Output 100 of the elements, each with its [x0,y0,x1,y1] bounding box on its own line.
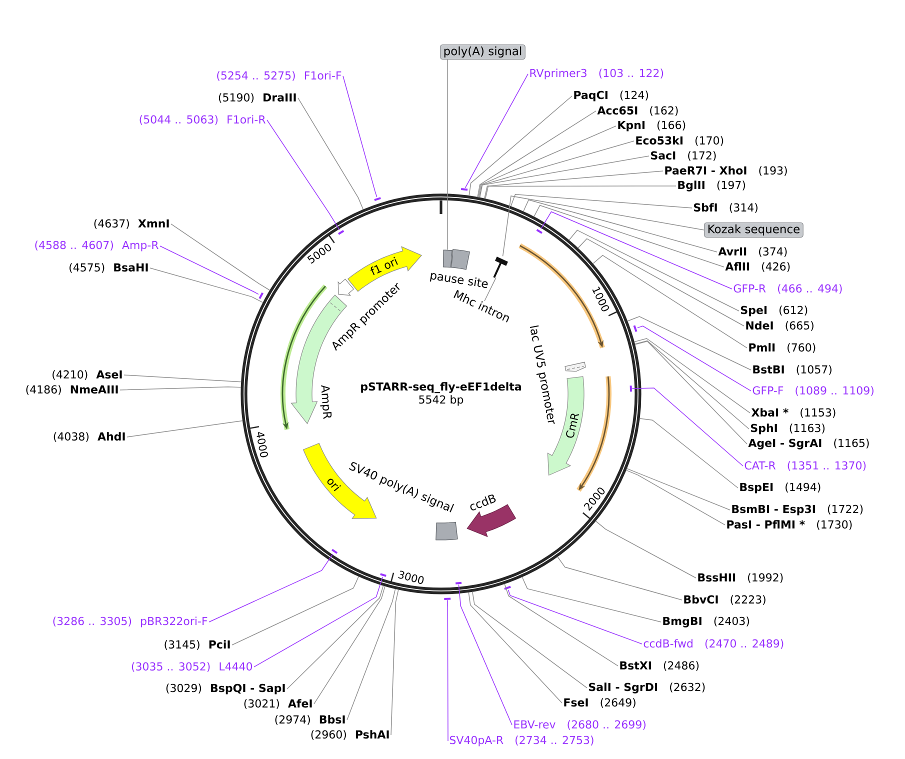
enzyme-label: PaeR7I - XhoI (193) [665,166,787,176]
primer-mark [461,188,468,191]
leader-line [346,588,396,720]
enzyme-label: PasI - PflMI * (1730) [727,520,852,530]
enzyme-label: PaqCI (124) [574,90,648,102]
primer-mark [258,292,264,300]
primer-label: (4588 .. 4607) Amp-R [35,240,158,252]
leader-line [578,238,744,326]
primer-mark [374,197,381,202]
leader-line [484,277,496,302]
primer-label: EBV-rev (2680 .. 2699) [514,720,646,730]
enzyme-label: (2960) PshAI [311,730,389,740]
leader-line [447,600,448,742]
leader-line [464,74,528,188]
leader-line [568,230,740,312]
tick-label: 3000 [398,570,424,584]
primer-label: GFP-F (1089 .. 1109) [752,386,874,396]
leader-line [634,340,748,444]
leader-line [626,470,726,526]
label-tag: poly(A) signal [440,44,526,60]
enzyme-label: BmgBI (2403) [663,616,750,628]
leader-line [472,591,588,688]
label-tag: Kozak sequence [704,222,804,238]
enzyme-label: KpnI (166) [618,120,686,132]
leader-line [534,204,724,268]
leader-line [126,420,243,438]
enzyme-label: (3145) PciI [164,640,230,650]
primer-mark [536,229,542,234]
node-label: pause site [430,272,488,288]
enzyme-label: SbfI (314) [694,203,758,213]
enzyme-label: AvrII (374) [718,247,787,257]
enzyme-label: (4575) BsaHI [70,263,148,273]
leader-line [639,418,738,488]
tick-label: 1000 [592,286,609,312]
leader-line [468,592,562,704]
enzyme-label: NdeI (665) [746,321,814,331]
leader-line [477,110,596,198]
primer-label: GFP-R (466 .. 494) [734,284,842,294]
enzyme-label: (3021) AfeI [244,699,312,709]
leader-line [170,224,270,291]
leader-line [479,156,650,198]
enzyme-label: SacI (172) [651,151,716,161]
primer-mark [332,548,338,554]
feature-box: pause site [430,249,488,288]
leader-line [484,170,664,199]
tick-label: 4000 [256,432,268,458]
primer-mark [380,573,386,577]
primer-label: (3035 .. 3052) L4440 [132,662,252,672]
enzyme-label: AflII (426) [725,262,790,272]
leader-line [232,576,360,646]
enzyme-label: (5190) DraIII [218,93,296,103]
leader-line [626,468,730,510]
primer-mark [444,598,451,600]
leader-line [634,340,750,430]
leader-line [298,98,364,210]
enzyme-label: BstXI (2486) [620,661,699,671]
enzyme-label: BsmBI - Esp3I (1722) [732,504,863,516]
leader-line [632,388,744,466]
leader-line [468,96,572,196]
leader-line [124,374,242,382]
primer-label: ccdB-fwd (2470 .. 2489) [644,639,784,649]
leader-line [314,586,386,704]
enzyme-label: BbvCI (2223) [684,595,766,605]
leader-line [557,556,682,600]
leader-line [208,554,334,622]
leader-line [150,268,264,303]
enzyme-label: Eco53kI (170) [636,136,724,146]
leader-line [447,59,448,250]
primer-label: RVprimer3 (103 .. 122) [530,68,664,80]
enzyme-label: (4038) AhdI [54,432,125,442]
enzyme-label: FseI (2649) [564,698,636,708]
enzyme-label: (4637) XmnI [94,219,169,229]
enzyme-label: BstBI (1057) [753,365,832,375]
leader-line [634,338,750,414]
leader-line [522,576,662,622]
enzyme-label: PmlI (760) [749,343,816,353]
enzyme-label: (4186) NmeAIII [26,385,118,395]
leader-line [502,196,704,257]
enzyme-label: Acc65I (162) [597,106,678,116]
leader-line [458,584,512,726]
enzyme-label: BglII (197) [678,180,746,192]
primer-mark [456,582,462,584]
primer-mark [630,386,632,392]
enzyme-label: (4210) AseI [52,370,122,380]
leader-line [522,199,718,252]
leader-line [592,254,748,348]
leader-line [637,326,752,392]
primer-label: SV40pA-R (2734 .. 2753) [450,736,594,746]
leader-line [120,386,242,390]
primer-mark [504,586,511,590]
leader-line [266,120,340,230]
enzyme-label: SpeI (612) [741,306,808,316]
leader-line [540,211,732,290]
enzyme-label: BspEI (1494) [740,482,820,494]
enzyme-label: BssHII (1992) [698,573,783,583]
leader-line [160,246,259,295]
leader-line [390,589,399,736]
primer-label: (5254 .. 5275) F1ori-F [217,71,342,81]
leader-line [478,126,616,198]
enzyme-label: AgeI - SgrAI (1165) [748,438,869,450]
